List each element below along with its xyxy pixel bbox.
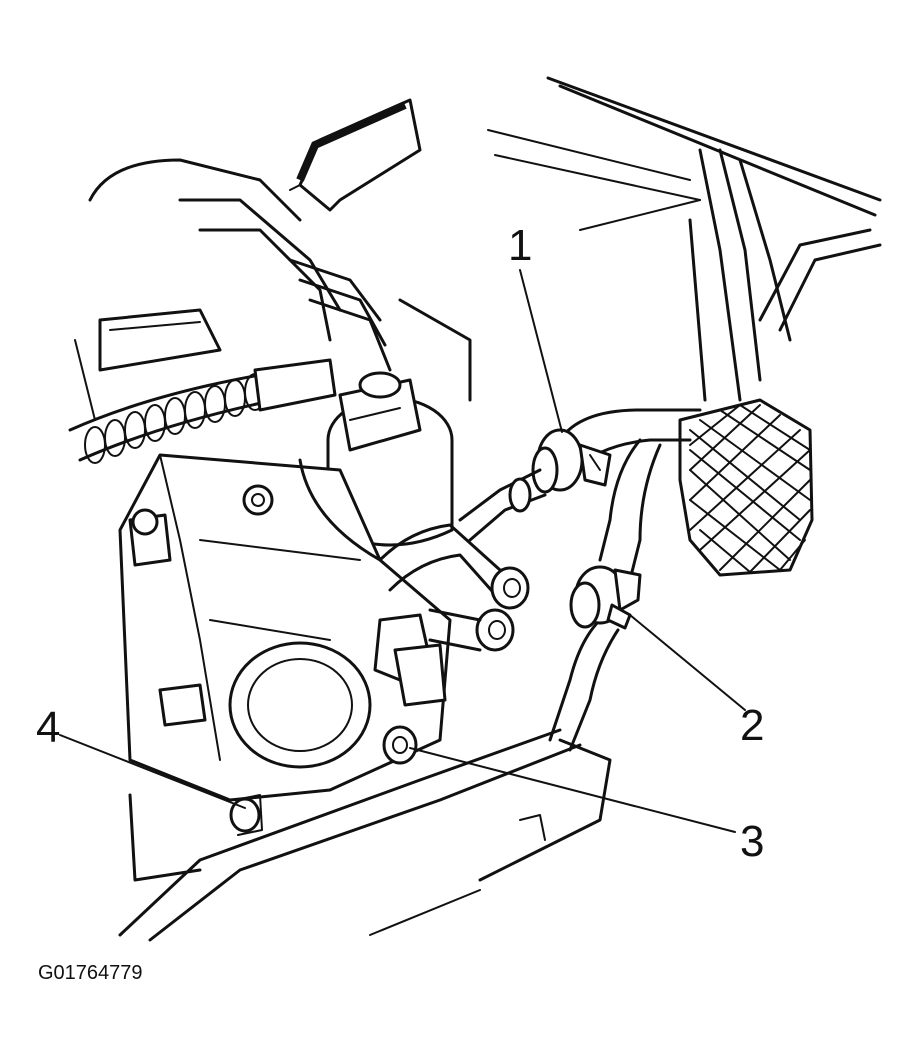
vacuum-fitting-3 bbox=[382, 725, 418, 765]
vacuum-fitting-4 bbox=[229, 794, 263, 836]
hose-mesh-wrap bbox=[678, 398, 814, 577]
throttle-body bbox=[118, 453, 452, 802]
callout-label-3: 3 bbox=[740, 817, 765, 866]
callout-leader-lines bbox=[59, 269, 746, 833]
callout-label-2: 2 bbox=[740, 701, 765, 750]
front-direction-arrow-icon bbox=[289, 98, 422, 212]
callout-label-4: 4 bbox=[36, 703, 61, 752]
wiring-harness bbox=[68, 158, 472, 464]
figure-id: G01764779 bbox=[38, 962, 143, 984]
callout-label-1: 1 bbox=[508, 221, 533, 270]
vacuum-ports bbox=[298, 458, 530, 652]
small-hose-1 bbox=[458, 468, 547, 542]
body-panel bbox=[487, 76, 882, 402]
hose-clamp-2 bbox=[569, 565, 642, 630]
lower-manifold bbox=[118, 728, 612, 942]
hose-clamp-1 bbox=[531, 428, 612, 494]
